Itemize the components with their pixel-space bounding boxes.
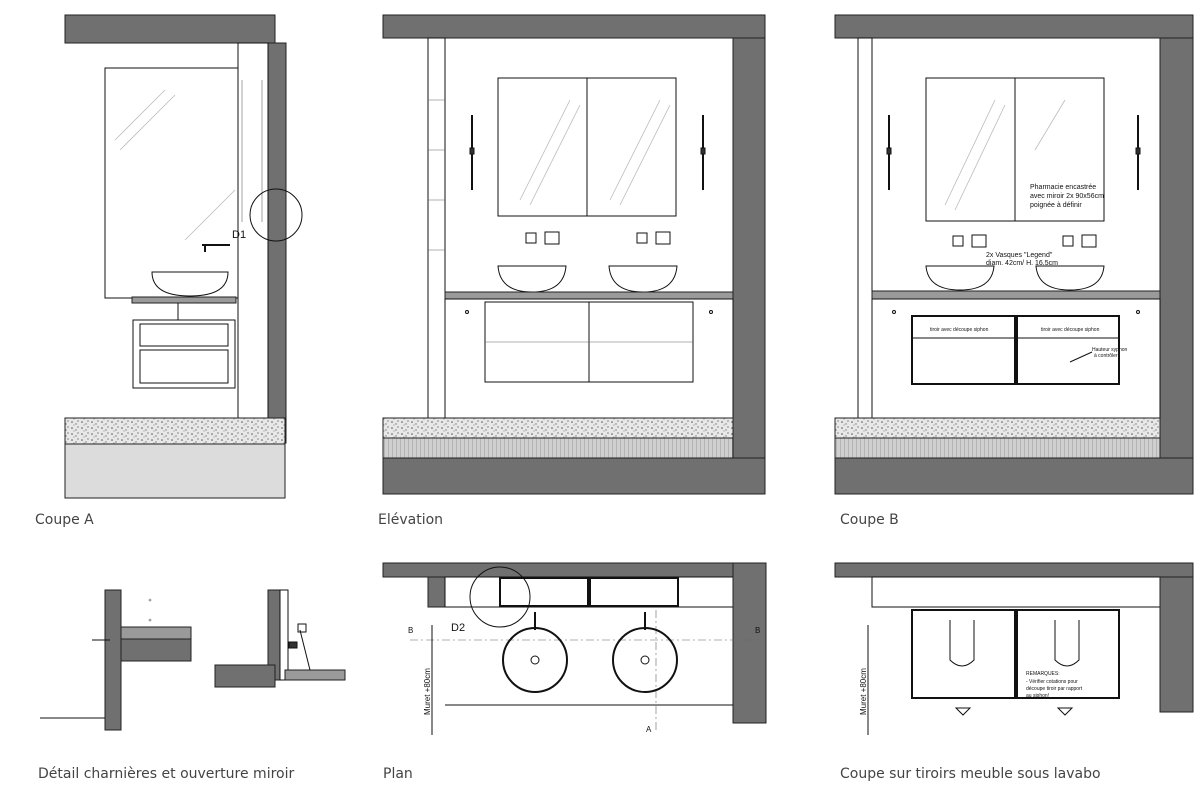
- title-plan: Plan: [383, 766, 413, 782]
- title-detail: Détail charnières et ouverture miroir: [38, 766, 294, 782]
- tall-cabinet: [237, 42, 269, 446]
- ceiling-slab: [64, 14, 276, 44]
- section-b-right: B: [755, 626, 760, 635]
- wall-right: [267, 42, 287, 444]
- note-pharmacie-2: avec miroir 2x 90x56cm: [1030, 193, 1104, 200]
- plan-muret-label: Muret +80cm: [423, 668, 432, 715]
- vanity-a: [132, 319, 236, 389]
- coupe-tiroirs-drawing: REMARQUES: - Vérifier cotations pour déc…: [834, 562, 1194, 735]
- basin-right: [608, 265, 678, 293]
- section-b-left: B: [408, 626, 413, 635]
- note-vasques-2: diam. 42cm/ H. 16.5cm: [986, 260, 1058, 267]
- title-coupe-b: Coupe B: [840, 512, 899, 528]
- callout-circle-d2: [469, 566, 531, 628]
- callout-d1: D1: [232, 229, 246, 241]
- detail-drawing: [40, 589, 346, 731]
- remarques-line-1: - Vérifier cotations pour: [1026, 679, 1078, 685]
- title-coupe-tiroirs: Coupe sur tiroirs meuble sous lavabo: [840, 766, 1101, 782]
- note-tiroir-right: tiroir avec découpe siphon: [1041, 327, 1100, 333]
- remarques-title: REMARQUES:: [1026, 671, 1060, 677]
- countertop: [444, 291, 734, 300]
- callout-d2: D2: [451, 622, 465, 634]
- callout-circle-d1: [249, 188, 303, 242]
- note-hauteur-1: Hauteur syphon: [1092, 347, 1128, 353]
- basin-left: [497, 265, 567, 293]
- ceiling-slab: [834, 14, 1194, 39]
- elevation-drawing: [382, 14, 766, 495]
- coupe-a-drawing: D1: [64, 14, 303, 499]
- section-a-label: A: [646, 725, 652, 734]
- countertop-a: [131, 296, 237, 304]
- coupe-muret-label: Muret +80cm: [859, 668, 868, 715]
- title-elevation: Elévation: [378, 512, 443, 528]
- note-pharmacie-1: Pharmacie encastrée: [1030, 184, 1096, 191]
- floor-screed-a: [64, 417, 286, 445]
- remarques-line-3: au siphon!: [1026, 693, 1049, 699]
- ceiling-slab: [382, 14, 766, 39]
- basin-plan-left: [502, 627, 568, 693]
- note-vasques-1: 2x Vasques "Legend": [986, 252, 1053, 259]
- basin-b-left: [925, 265, 995, 291]
- remarques-line-2: découpe tiroir par rapport: [1026, 686, 1083, 692]
- note-tiroir-left: tiroir avec découpe siphon: [930, 327, 989, 333]
- basin-plan-right: [612, 627, 678, 693]
- basin-a: [151, 271, 229, 297]
- coupe-b-drawing: Pharmacie encastrée avec miroir 2x 90x56…: [834, 14, 1194, 495]
- note-hauteur-2: à contrôler: [1094, 353, 1118, 359]
- title-coupe-a: Coupe A: [35, 512, 94, 528]
- floor-screed: [382, 417, 734, 439]
- mirror-side: [104, 67, 239, 299]
- note-pharmacie-3: poignée à définir: [1030, 202, 1082, 209]
- plan-drawing: B B A Muret +80cm D2: [382, 562, 767, 735]
- basin-b-right: [1035, 265, 1105, 291]
